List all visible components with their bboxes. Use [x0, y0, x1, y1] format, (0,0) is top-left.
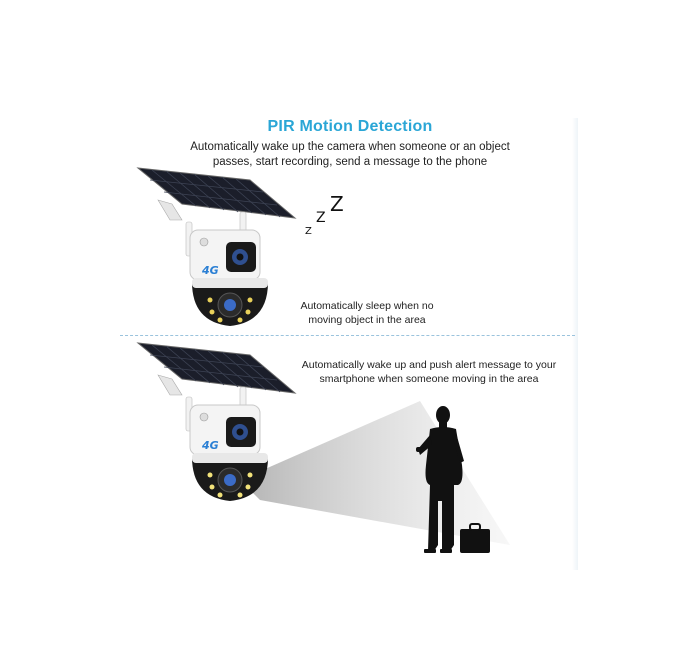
- zzz-big: Z: [330, 192, 344, 216]
- zzz-small: Z: [305, 226, 312, 237]
- sleep-note-line-2: moving object in the area: [308, 314, 426, 326]
- 4g-badge: 4G: [201, 439, 219, 452]
- description-line-2: passes, start recording, send a message …: [212, 156, 488, 168]
- description-line-1: Automatically wake up the camera when so…: [190, 141, 510, 153]
- sleep-note-line-1: Automatically sleep when no: [300, 300, 434, 312]
- page-title: PIR Motion Detection: [267, 118, 433, 135]
- panel-edge: [572, 118, 578, 570]
- person-silhouette: [416, 406, 490, 553]
- sleeping-camera-illustration: 4G: [136, 167, 297, 326]
- section-divider: [120, 335, 575, 336]
- wake-note-line-2: smartphone when someone moving in the ar…: [319, 373, 539, 385]
- wake-note-line-1: Automatically wake up and push alert mes…: [301, 359, 557, 371]
- zzz-mid: Z: [316, 210, 326, 226]
- active-camera-illustration: 4G: [136, 342, 297, 501]
- 4g-badge: 4G: [201, 264, 219, 277]
